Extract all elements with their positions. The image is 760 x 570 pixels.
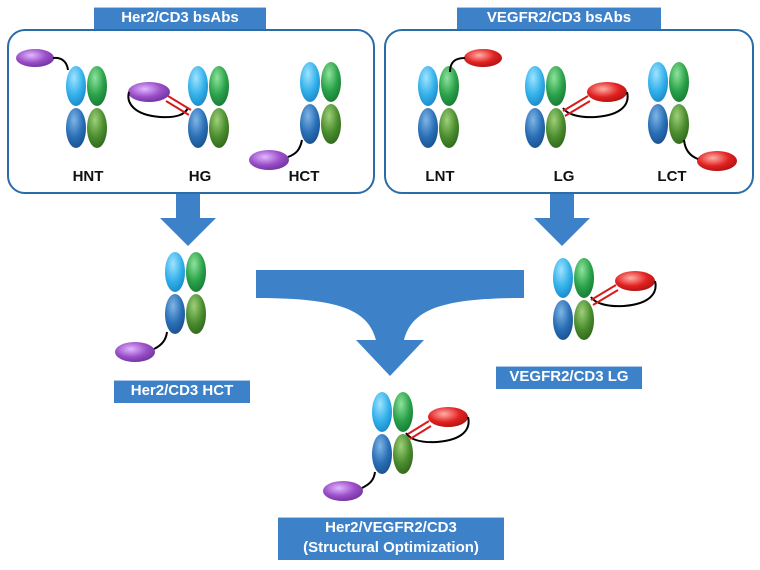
variant-label-lnt: LNT: [425, 168, 455, 185]
result-label-line1: Her2/VEGFR2/CD3: [325, 519, 457, 536]
lg-molecule: [525, 66, 629, 148]
hg-molecule: [127, 66, 229, 148]
merge-arrow: [256, 270, 524, 376]
trispecific-molecule: [323, 392, 470, 501]
lct-molecule: [648, 62, 737, 171]
selected-her2-label: Her2/CD3 HCT: [114, 380, 250, 403]
selected-vegfr2-label: VEGFR2/CD3 LG: [496, 366, 642, 389]
her2-hct-molecule: [115, 252, 206, 362]
vegfr2-lg-molecule: [553, 258, 657, 340]
down-arrow-right: [534, 194, 590, 246]
lnt-molecule: [418, 49, 502, 148]
hnt-molecule: [16, 49, 107, 148]
hct-molecule: [249, 62, 341, 170]
her2-panel: [7, 29, 375, 194]
result-label: Her2/VEGFR2/CD3 (Structural Optimization…: [278, 517, 504, 560]
variant-label-hg: HG: [188, 168, 212, 185]
down-arrow-left: [160, 194, 216, 246]
variant-label-lg: LG: [553, 168, 575, 185]
result-label-line2: (Structural Optimization): [303, 539, 479, 556]
variant-label-hct: HCT: [288, 168, 320, 185]
vegfr2-group-title: VEGFR2/CD3 bsAbs: [457, 7, 661, 29]
her2-group-title: Her2/CD3 bsAbs: [94, 7, 266, 29]
vegfr2-panel: [384, 29, 754, 194]
variant-label-lct: LCT: [657, 168, 687, 185]
variant-label-hnt: HNT: [72, 168, 104, 185]
